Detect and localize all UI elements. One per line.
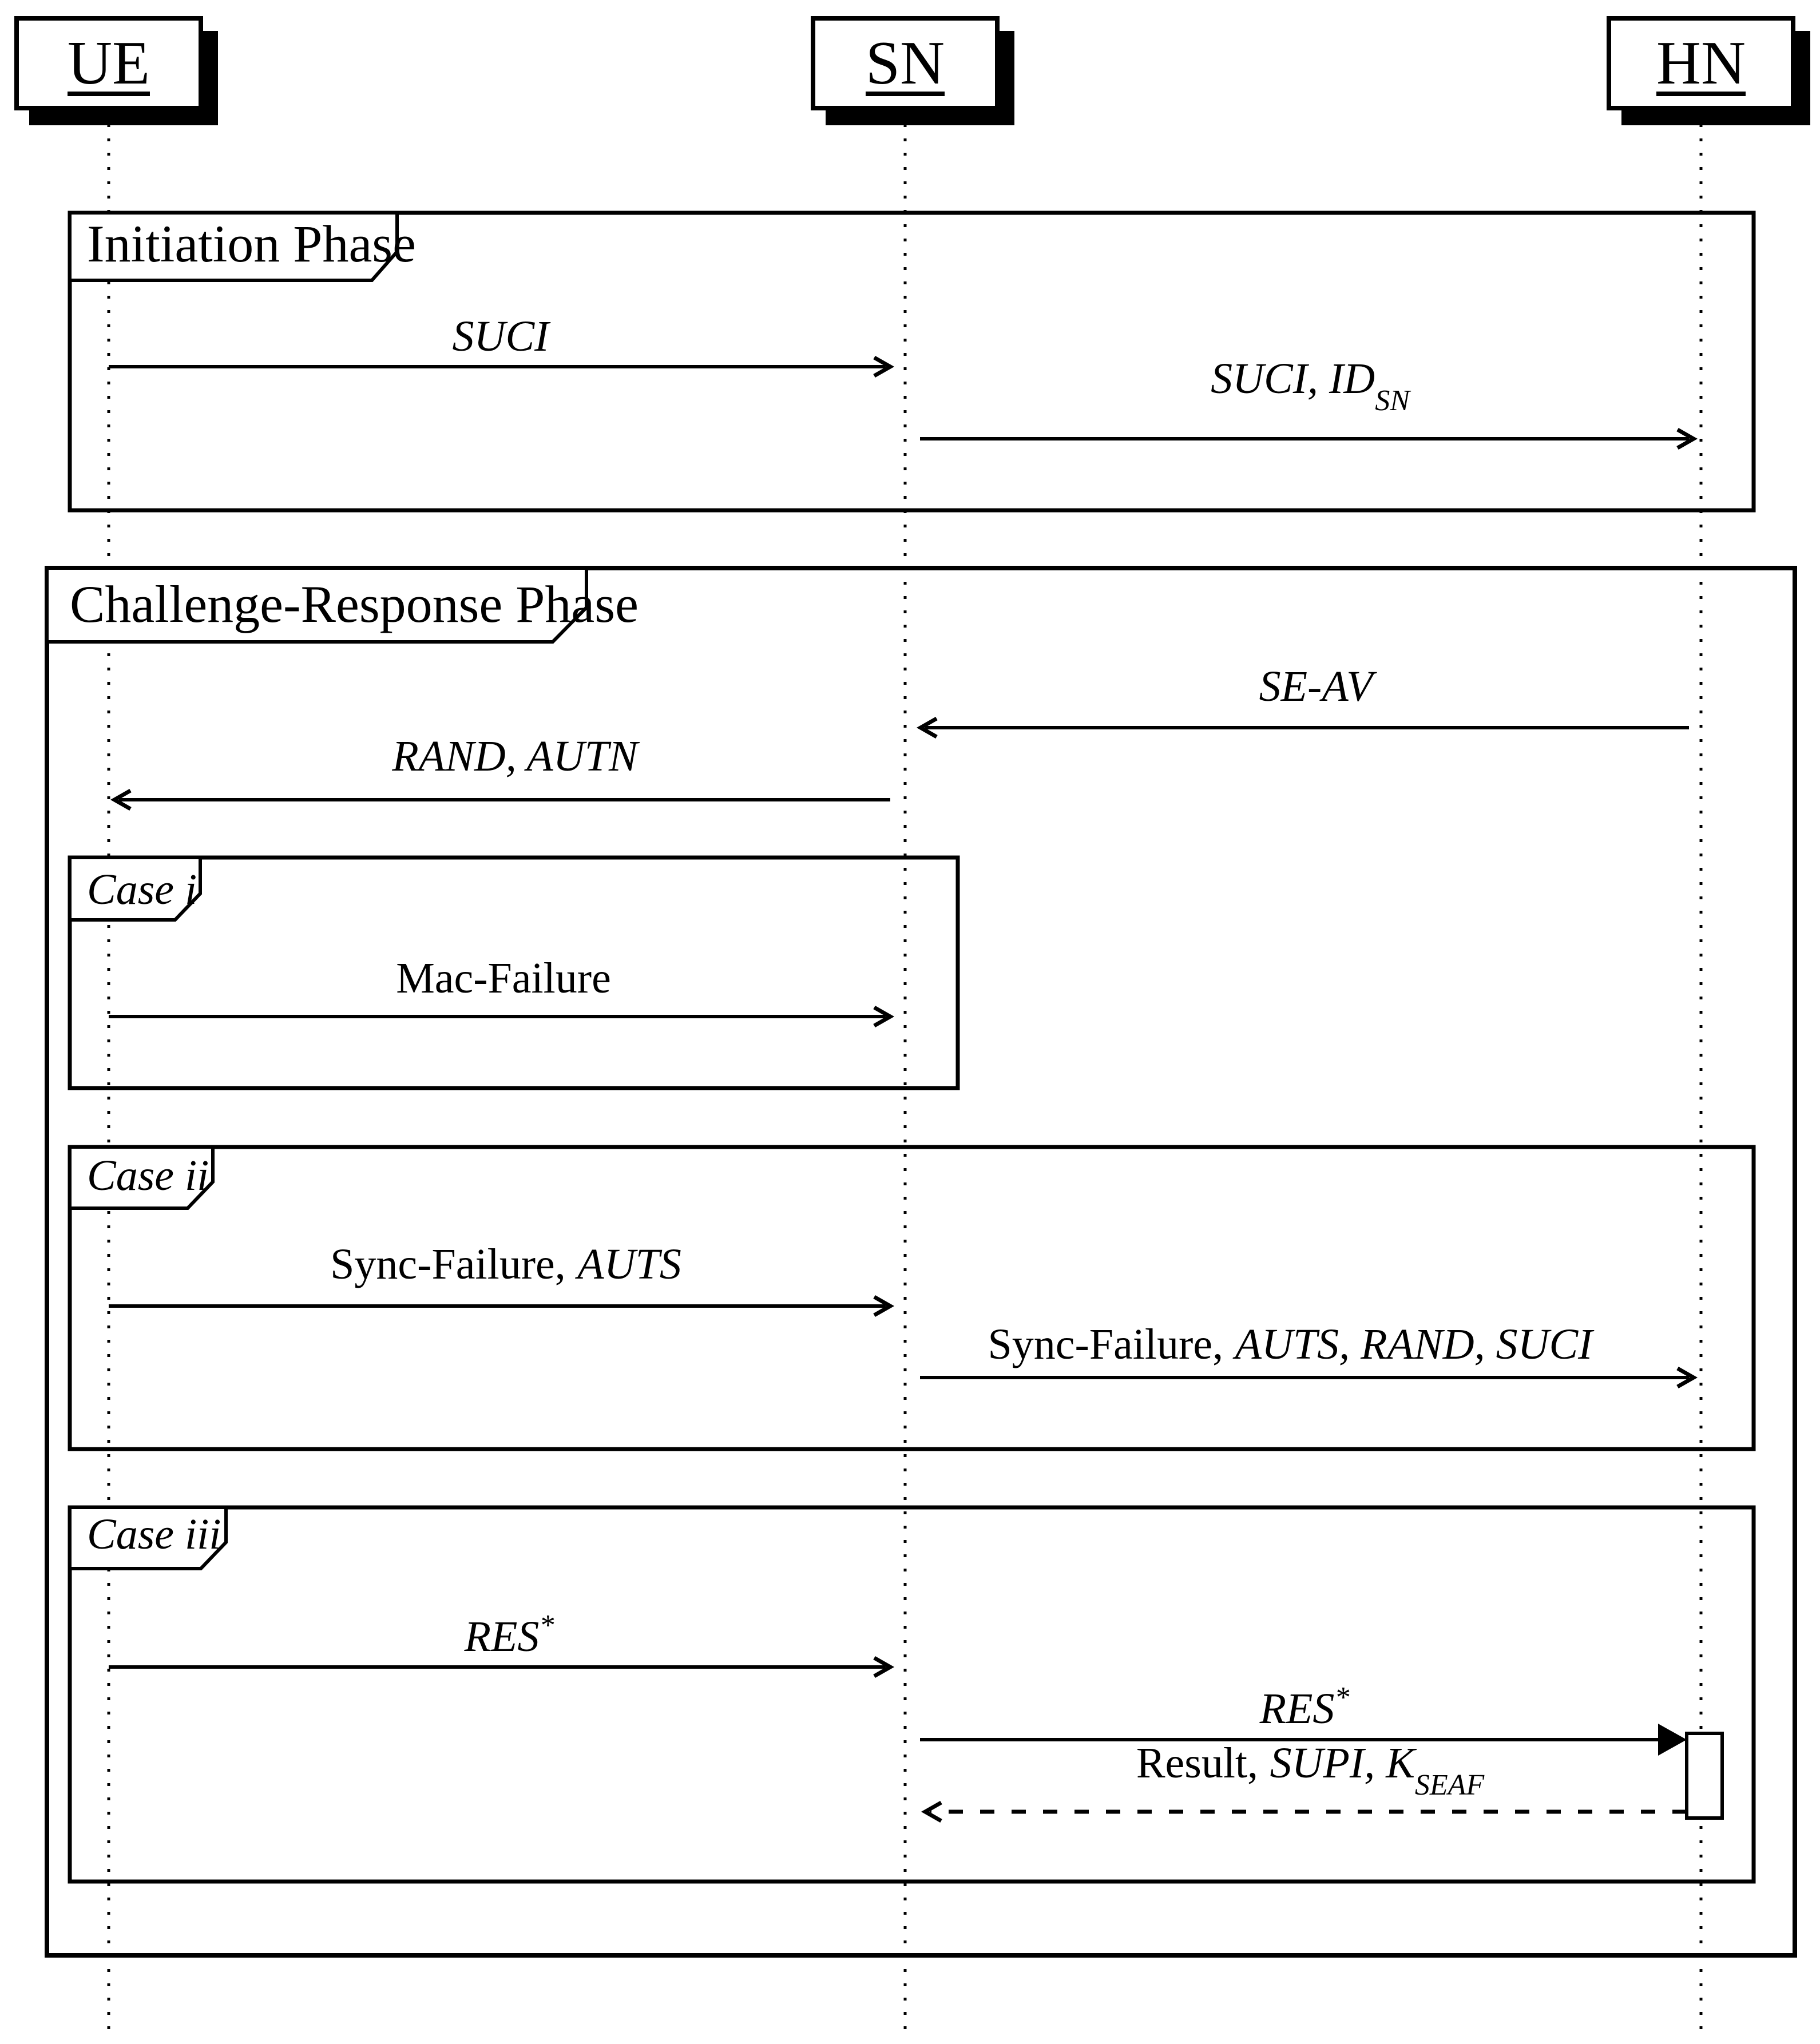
message-text: RAND, AUTN [392, 732, 638, 780]
message-text-roman: Result, [1136, 1739, 1259, 1787]
message-subscript: SEAF [1414, 1769, 1485, 1801]
message-text: SUCI [452, 312, 549, 360]
frame-initiation-phase [68, 211, 1756, 513]
message-text: Mac-Failure [396, 954, 611, 1002]
message-label-suci-idsn: SUCI, IDSN [1211, 357, 1410, 416]
arrowhead-res-star-sn [873, 1656, 895, 1678]
message-label-res-star-sn: RES* [464, 1609, 554, 1661]
message-label-sync-failure-auts-rand-suci: Sync-Failure,AUTS, RAND, SUCI [988, 1323, 1593, 1366]
tab-initiation-phase [68, 211, 399, 282]
tab-case-ii [68, 1145, 215, 1210]
actor-box-ue: UE [14, 16, 203, 110]
arrowhead-suci [873, 355, 895, 378]
message-label-result-supi-kseaf: Result,SUPI, KSEAF [1136, 1741, 1484, 1800]
message-text-italic: SUPI, K [1270, 1739, 1415, 1787]
frame-case-i [68, 855, 960, 1090]
arrowhead-mac-failure [873, 1005, 895, 1028]
message-text-italic: AUTS [577, 1240, 681, 1288]
message-label-res-star-hn: RES* [1260, 1683, 1350, 1731]
frame-case-iii [68, 1505, 1756, 1884]
message-superscript: * [539, 1609, 554, 1642]
arrowhead-sync-failure-auts [873, 1295, 895, 1317]
message-text-italic: AUTS, RAND, SUCI [1235, 1320, 1593, 1368]
frame-label-case-iii: Case iii [87, 1510, 221, 1558]
arrowhead-result-dashed [921, 1800, 942, 1823]
arrowhead-rand-autn [110, 788, 132, 811]
tab-challenge-response-phase [45, 566, 588, 644]
message-text: SUCI, ID [1211, 355, 1375, 403]
frame-label-challenge-response-phase: Challenge-Response Phase [70, 575, 639, 633]
actor-label-sn: SN [865, 29, 945, 97]
message-text-roman: Sync-Failure, [330, 1240, 566, 1288]
message-label-rand-autn: RAND, AUTN [392, 735, 637, 778]
message-text-roman: Sync-Failure, [988, 1320, 1224, 1368]
actor-box-hn: HN [1607, 16, 1795, 110]
activation-box-hn [1685, 1732, 1724, 1820]
frame-label-case-i: Case i [87, 866, 197, 914]
message-text: SE-AV [1259, 662, 1373, 711]
arrowhead-res-star-hn-filled [1658, 1724, 1687, 1756]
actor-label-ue: UE [68, 29, 150, 97]
message-subscript: SN [1375, 384, 1410, 417]
tab-case-i [68, 856, 202, 922]
message-label-suci: SUCI [453, 315, 549, 358]
actor-label-hn: HN [1656, 29, 1746, 97]
frame-label-initiation-phase: Initiation Phase [87, 215, 416, 273]
frame-challenge-response-phase [45, 566, 1797, 1958]
message-superscript: * [1334, 1681, 1350, 1714]
message-label-se-av: SE-AV [1259, 665, 1373, 708]
tab-case-iii [68, 1506, 228, 1570]
arrowhead-suci-idsn [1676, 427, 1698, 450]
message-text: RES [1259, 1685, 1335, 1733]
actor-box-sn: SN [811, 16, 1000, 110]
message-label-sync-failure-auts: Sync-Failure,AUTS [330, 1243, 681, 1286]
message-label-mac-failure: Mac-Failure [396, 956, 611, 1000]
arrowhead-sync-failure-full [1676, 1366, 1698, 1389]
message-text: RES [464, 1613, 540, 1661]
frame-case-ii [68, 1145, 1756, 1451]
arrowhead-se-av [916, 716, 938, 739]
frame-label-case-ii: Case ii [87, 1152, 209, 1200]
